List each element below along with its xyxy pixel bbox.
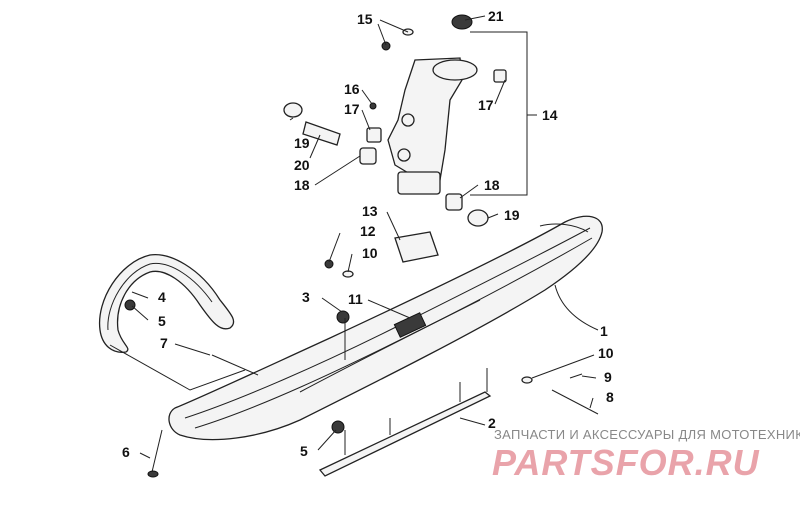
callout-9: 9: [604, 369, 612, 385]
callout-5-upper: 5: [158, 313, 166, 329]
watermark-caption: ЗАПЧАСТИ И АКСЕССУАРЫ ДЛЯ МОТОТЕХНИКИ: [494, 427, 800, 442]
callout-17-left: 17: [344, 101, 360, 117]
callout-4: 4: [158, 289, 166, 305]
callout-18-left: 18: [294, 177, 310, 193]
callout-6: 6: [122, 444, 130, 460]
callout-15: 15: [357, 11, 373, 27]
callout-8: 8: [606, 389, 614, 405]
callout-16: 16: [344, 81, 360, 97]
leader-lines: [109, 15, 599, 459]
wear-bar: [318, 368, 492, 477]
callout-1: 1: [600, 323, 608, 339]
callout-10-upper: 10: [362, 245, 378, 261]
ski-handle: [98, 254, 235, 353]
callout-19-right: 19: [504, 207, 520, 223]
callout-5-lower: 5: [300, 443, 308, 459]
callout-12: 12: [360, 223, 376, 239]
watermark-logo: PARTSFOR.RU: [492, 442, 760, 483]
callout-11: 11: [348, 291, 363, 307]
callout-14: 14: [542, 107, 558, 123]
watermark: ЗАПЧАСТИ И АКСЕССУАРЫ ДЛЯ МОТОТЕХНИКИ PA…: [492, 427, 800, 483]
callout-19-left: 19: [294, 135, 310, 151]
callout-13: 13: [362, 203, 378, 219]
callouts: 1 2 3 4 5 5 6 7 8 9 10 10 11 12 13 14 15…: [122, 8, 614, 460]
callout-10-lower: 10: [598, 345, 614, 361]
ski-mount-pad: [393, 312, 427, 338]
ski-body: [168, 215, 603, 441]
callout-17-right: 17: [478, 97, 494, 113]
spindle-assembly: [387, 14, 478, 195]
callout-2: 2: [488, 415, 496, 431]
callout-20: 20: [294, 157, 310, 173]
cap-plug: [451, 14, 473, 30]
callout-7: 7: [160, 335, 168, 351]
callout-21: 21: [488, 8, 504, 24]
callout-3: 3: [302, 289, 310, 305]
callout-18-right: 18: [484, 177, 500, 193]
